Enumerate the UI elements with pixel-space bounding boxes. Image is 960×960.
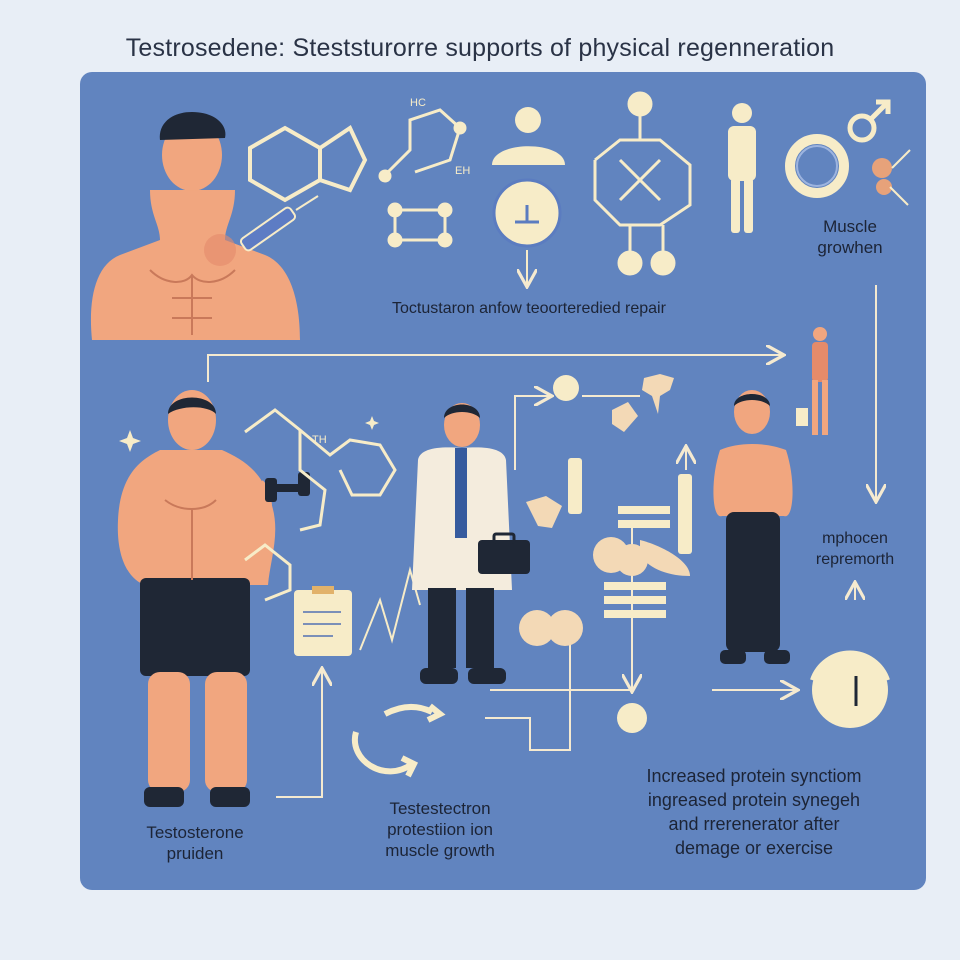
clock-gauge-icon (810, 650, 890, 728)
testosterone-pruden-label: Testosterone pruiden (118, 822, 272, 864)
man-with-syringe (90, 112, 301, 340)
male-symbol-icon (847, 99, 891, 143)
bars (568, 458, 692, 733)
protection-line-2: protestiion ion (387, 820, 493, 839)
flow-arrows (207, 285, 876, 798)
clipboard-icon (294, 586, 352, 656)
protection-line-1: Testestectron (389, 799, 491, 818)
hormone-cells (872, 149, 911, 206)
protein-synthesis-label: Increased protein synctiom ingreased pro… (598, 764, 910, 860)
pruden-line-1: Testosterone (146, 823, 244, 842)
gear-icon (519, 374, 690, 646)
timer-icon (492, 178, 562, 285)
page-title: Testrosedene: Steststurorre supports of … (125, 34, 835, 62)
ring-icon (785, 134, 849, 198)
cycle-arrows (351, 703, 446, 778)
pruden-line-2: pruiden (166, 844, 224, 863)
hc-label: HC (410, 97, 426, 109)
mphocen-label: mphocen repremorth (790, 528, 920, 570)
protein-line-1: Increased protein synctiom (646, 766, 862, 786)
repair-label: Toctustaron anfow teoorteredied repair (392, 300, 666, 317)
protection-line-3: muscle growth (385, 841, 495, 860)
muscle-growth-label: Muscle growhen (790, 216, 910, 258)
athlete-figure (713, 390, 793, 664)
protein-line-3: and rrerenerator after (668, 814, 840, 834)
mphocen-line-1: mphocen (822, 530, 888, 547)
signal-line (359, 566, 421, 651)
syringe-icon (239, 195, 319, 252)
skeletal-molecule (244, 408, 397, 602)
muscle-growth-line-2: growhen (817, 238, 883, 257)
protein-line-2: ingreased protein synegeh (647, 790, 861, 810)
hexagon-molecule-icon (248, 125, 368, 203)
sparkle-icon (119, 416, 379, 452)
network-molecule (593, 91, 692, 276)
small-anatomy-figure (796, 327, 828, 435)
briefcase-icon (478, 532, 530, 574)
eh-label: EH (455, 165, 470, 177)
standing-figure (728, 103, 756, 233)
man-with-dumbbell (117, 390, 276, 807)
molecule-chain (378, 108, 467, 248)
protein-line-4: demage or exercise (674, 838, 834, 858)
person-icon (492, 107, 565, 165)
protection-label: Testestectron protestiion ion muscle gro… (340, 798, 540, 861)
dumbbell-icon (265, 472, 310, 502)
mphocen-line-2: repremorth (815, 551, 895, 568)
muscle-growth-line-1: Muscle (823, 217, 877, 236)
